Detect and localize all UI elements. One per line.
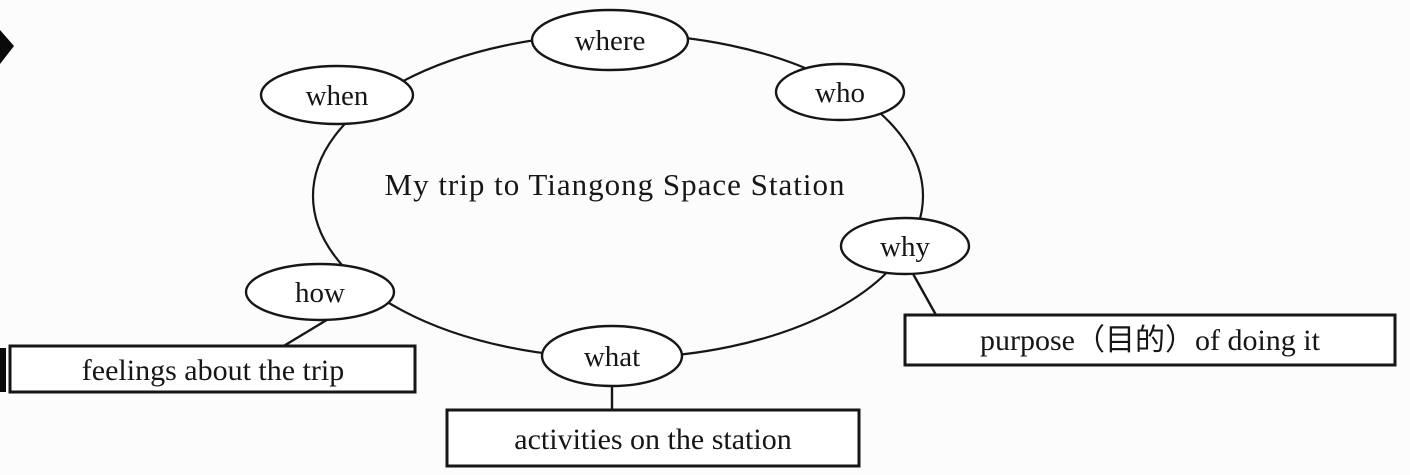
node-label-how: how [295, 277, 345, 309]
node-ellipse-why [839, 216, 971, 276]
box-label-purpose: purpose（目的）of doing it [980, 324, 1321, 357]
box-activities [445, 408, 861, 468]
scan-artifact [0, 348, 6, 392]
connector-how-feelings [281, 316, 331, 349]
node-label-when: when [306, 80, 369, 112]
box-label-feelings: feelings about the trip [82, 354, 344, 387]
node-ellipse-who [774, 62, 906, 122]
box-purpose [903, 313, 1397, 367]
scan-artifact [0, 30, 14, 64]
box-label-activities: activities on the station [514, 423, 791, 456]
node-label-where: where [575, 25, 646, 57]
connector-why-purpose [910, 271, 938, 316]
box-feelings [8, 344, 417, 394]
node-label-who: who [815, 77, 865, 109]
node-label-what: what [584, 341, 640, 373]
node-ellipse-what [540, 324, 684, 388]
node-label-why: why [880, 231, 930, 263]
node-ellipse-how [244, 262, 396, 322]
center-topic-label: My trip to Tiangong Space Station [385, 167, 846, 202]
node-ellipse-when [259, 64, 415, 126]
node-ellipse-where [530, 8, 690, 72]
